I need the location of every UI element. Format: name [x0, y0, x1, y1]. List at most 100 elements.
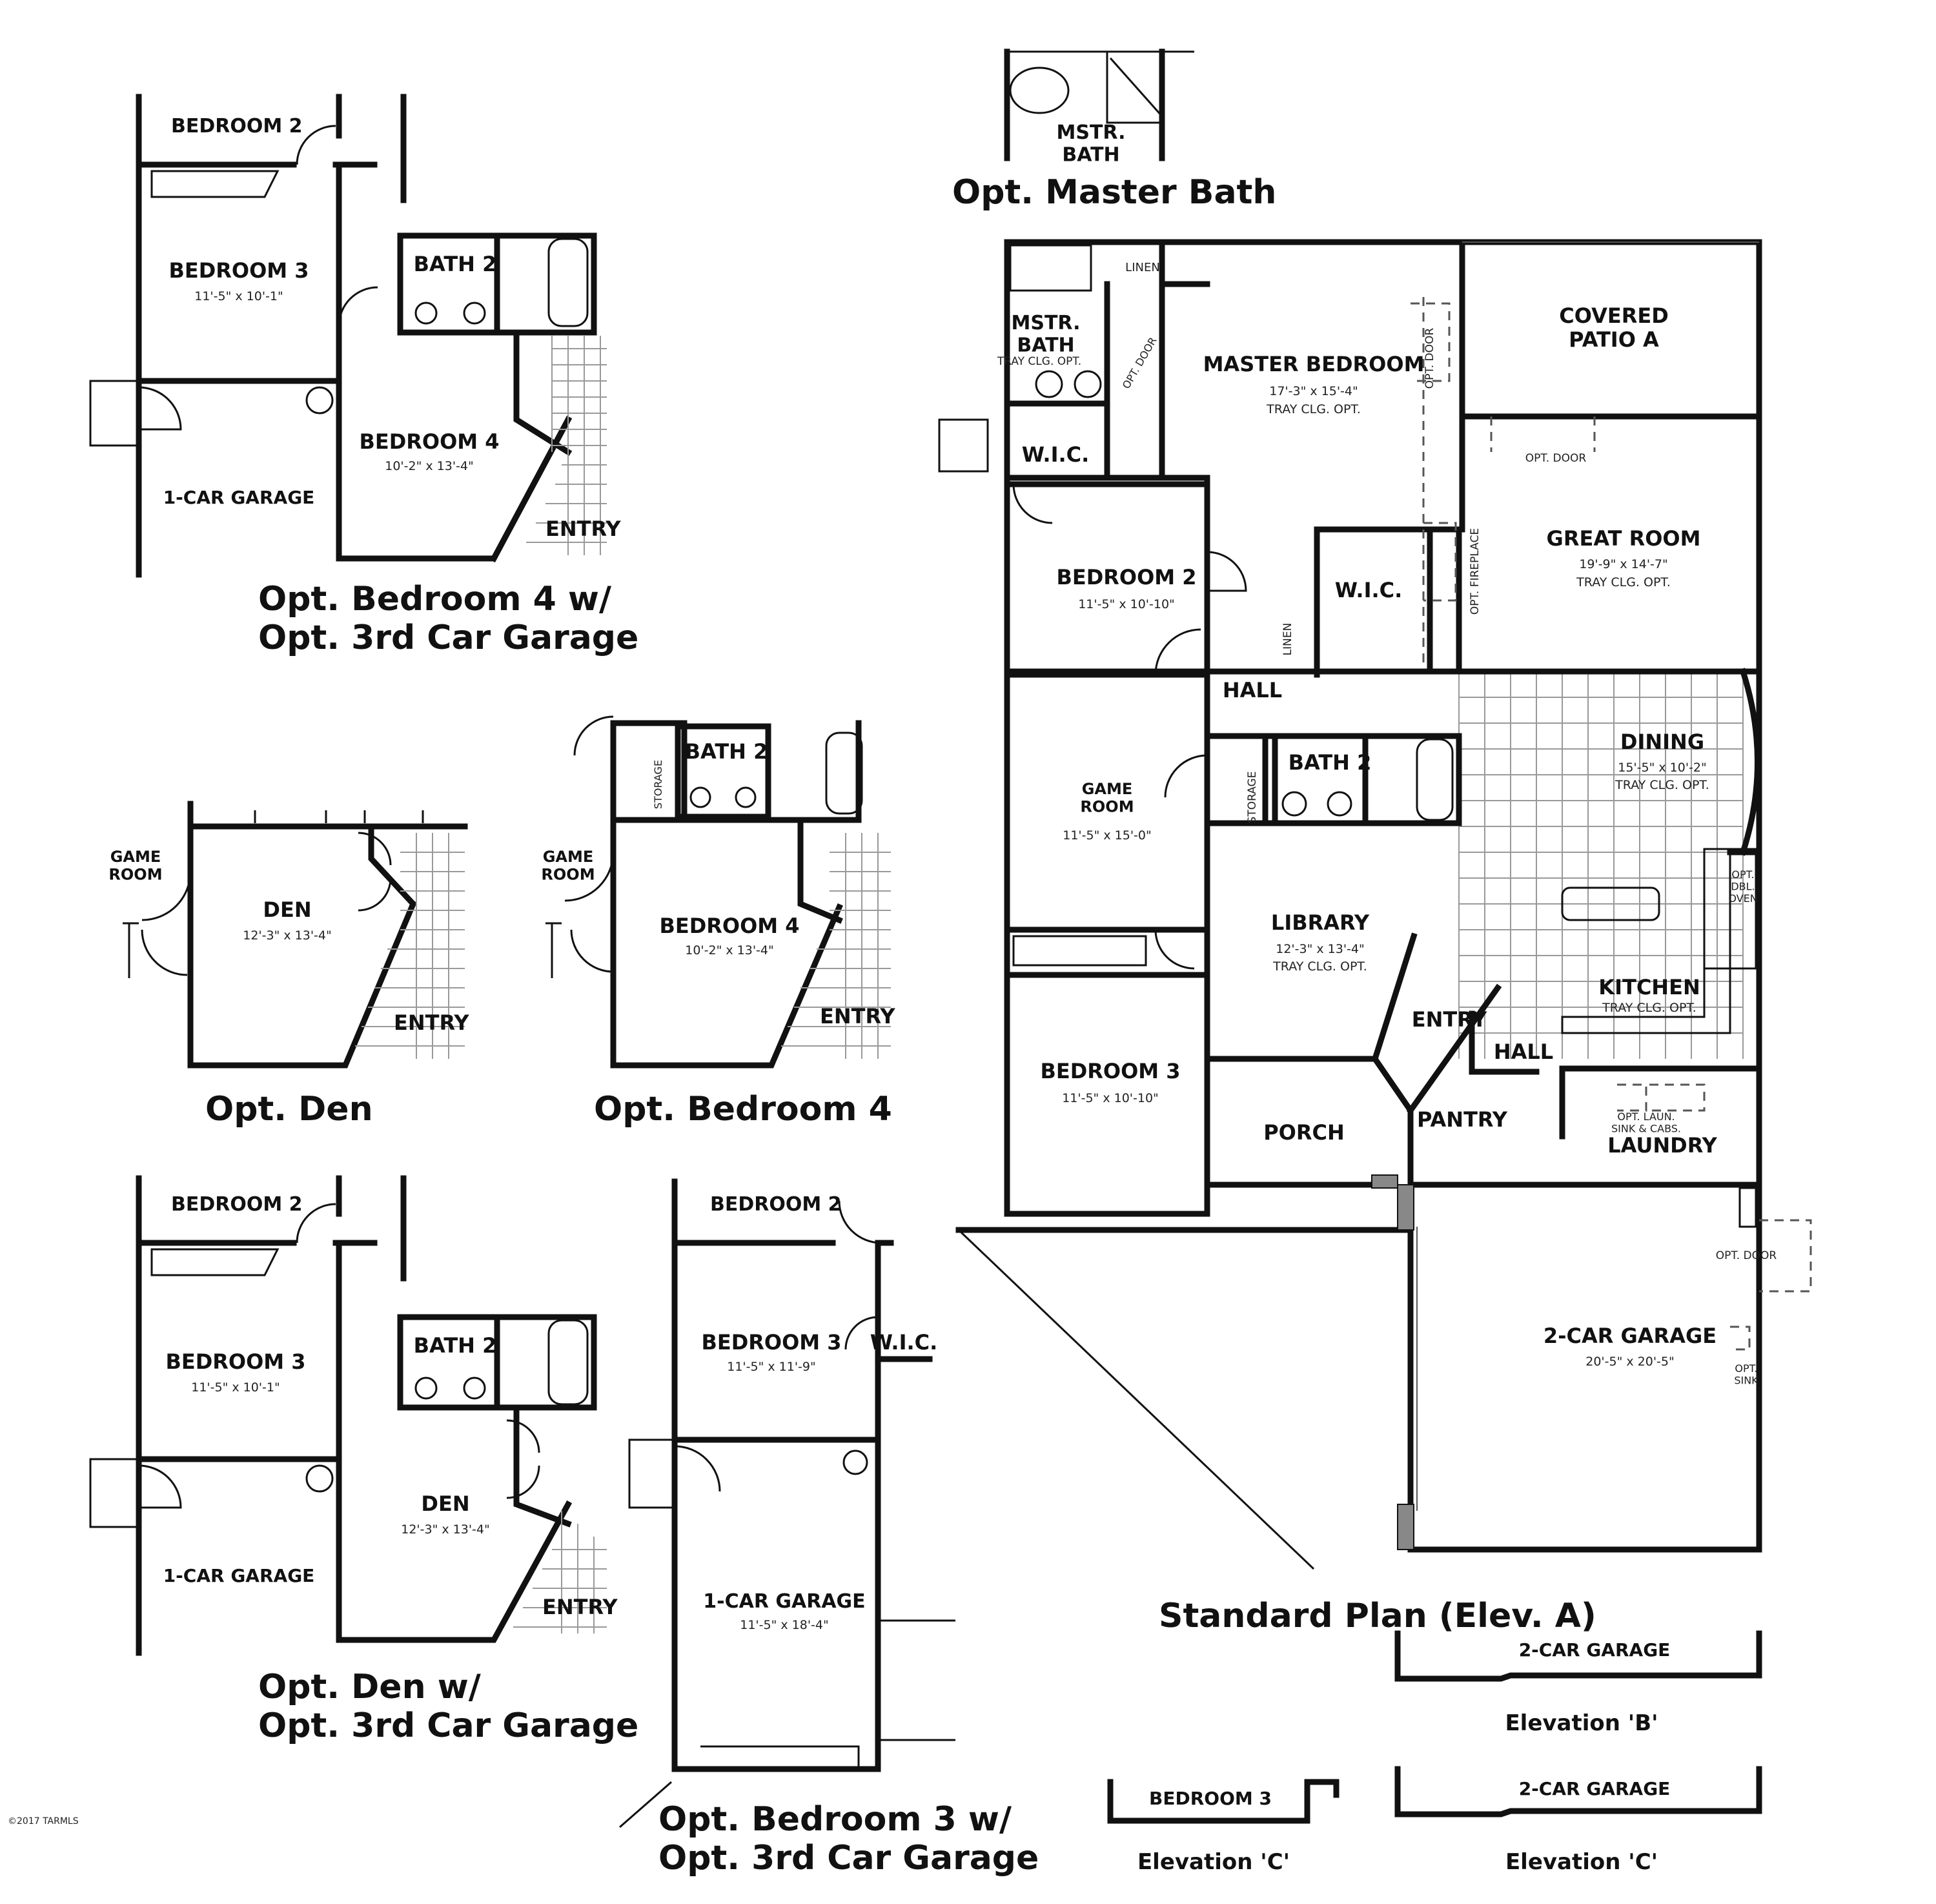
standard-bedroom-3-label: BEDROOM 3 — [1040, 1059, 1180, 1083]
standard-opt-door-3-label: OPT. DOOR — [1525, 452, 1587, 465]
opt-den-garage-den-dim-label: 12'-3" x 13'-4" — [401, 1522, 490, 1537]
standard-great-room-dim-label: 19'-9" x 14'-7" — [1579, 557, 1668, 571]
opt-bed4-entry-label: ENTRY — [820, 1004, 895, 1029]
opt-bed3-garage-bedroom-2-label: BEDROOM 2 — [710, 1193, 842, 1216]
standard-game-room-dim-label: 11'-5" x 15'-0" — [1063, 828, 1152, 843]
standard-bath-2-label: BATH 2 — [1289, 750, 1372, 775]
opt-den-den-dim-label: 12'-3" x 13'-4" — [243, 928, 332, 943]
opt-bed3-garage-garage-label: 1-CAR GARAGE — [703, 1590, 865, 1613]
opt-den-garage-caption-label: Opt. Den w/Opt. 3rd Car Garage — [258, 1668, 638, 1745]
standard-hall-label: HALL — [1223, 678, 1282, 702]
opt-bed4-garage-bedroom-3-dim-label: 11'-5" x 10'-1" — [194, 289, 283, 303]
standard-dining-label: DINING — [1620, 730, 1704, 754]
standard-dining-note-label: TRAY CLG. OPT. — [1615, 778, 1709, 792]
opt-master-bath-label-label: MSTR.BATH — [1057, 121, 1126, 167]
copyright-label: ©2017 TARMLS — [8, 1816, 79, 1827]
opt-den-garage-entry-label: ENTRY — [542, 1595, 618, 1619]
opt-bed3-garage-caption-label: Opt. Bedroom 3 w/Opt. 3rd Car Garage — [658, 1800, 1039, 1878]
standard-great-room-note-label: TRAY CLG. OPT. — [1576, 575, 1671, 589]
standard-great-room-label: GREAT ROOM — [1547, 526, 1701, 551]
standard-opt-door-2-label: OPT. DOOR — [1423, 328, 1436, 389]
standard-opt-laun-label: OPT. LAUN.SINK & CABS. — [1611, 1111, 1681, 1134]
elev-b-label-label: 2-CAR GARAGE — [1519, 1639, 1671, 1661]
standard-opt-door-label: OPT. DOOR — [1120, 335, 1159, 391]
elevation-c-garage — [1394, 1766, 1762, 1817]
opt-bed4-garage-caption-label: Opt. Bedroom 4 w/Opt. 3rd Car Garage — [258, 580, 638, 657]
standard-hall-2-label: HALL — [1494, 1039, 1553, 1064]
tile-floor — [1458, 671, 1744, 1059]
standard-laundry-label: LAUNDRY — [1607, 1133, 1717, 1158]
standard-master-bedroom-label: MASTER BEDROOM — [1203, 352, 1425, 376]
elev-c-bed-label-label: BEDROOM 3 — [1149, 1788, 1272, 1809]
opt-den-garage-plan — [89, 1175, 607, 1656]
opt-den-entry-label: ENTRY — [394, 1010, 469, 1035]
opt-den-garage-bedroom-3-dim-label: 11'-5" x 10'-1" — [191, 1380, 280, 1395]
opt-master-bath-plan — [1004, 48, 1194, 161]
standard-library-note-label: TRAY CLG. OPT. — [1272, 959, 1367, 974]
opt-bed3-garage-garage-dim-label: 11'-5" x 18'-4" — [740, 1618, 829, 1632]
opt-den-plan — [123, 801, 468, 1069]
standard-master-bedroom-note-label: TRAY CLG. OPT. — [1266, 402, 1361, 416]
standard-wic-2-label: W.I.C. — [1335, 578, 1403, 602]
standard-opt-sink-label: OPT.SINK — [1734, 1362, 1758, 1386]
standard-bedroom-2-dim-label: 11'-5" x 10'-10" — [1078, 597, 1175, 611]
standard-entry-label: ENTRY — [1412, 1007, 1487, 1032]
elev-c-bed-caption-label: Elevation 'C' — [1137, 1849, 1290, 1875]
standard-wic-1-label: W.I.C. — [1022, 442, 1090, 467]
standard-kitchen-label: KITCHEN — [1598, 975, 1700, 999]
opt-bed4-garage-bedroom-4-label: BEDROOM 4 — [359, 429, 499, 454]
opt-bed4-garage-garage-label: 1-CAR GARAGE — [163, 487, 315, 508]
standard-garage-dim-label: 20'-5" x 20'-5" — [1585, 1355, 1675, 1369]
opt-bed4-garage-bedroom-4-dim-label: 10'-2" x 13'-4" — [385, 459, 474, 473]
opt-bed4-bath-2-label: BATH 2 — [685, 739, 768, 764]
opt-bedroom-4-plan — [545, 715, 891, 1069]
standard-pantry-label: PANTRY — [1417, 1107, 1508, 1132]
standard-kitchen-note-label: TRAY CLG. OPT. — [1602, 1001, 1697, 1015]
standard-master-bath-label: MSTR.BATH — [1012, 312, 1081, 357]
opt-bed3-garage-wic-label: W.I.C. — [870, 1330, 938, 1355]
opt-bed4-bedroom-4-label: BEDROOM 4 — [659, 914, 799, 938]
standard-opt-door-4-label: OPT. DOOR — [1716, 1249, 1777, 1262]
standard-library-label: LIBRARY — [1271, 910, 1370, 935]
opt-bed4-garage-entry-label: ENTRY — [545, 517, 621, 541]
standard-library-dim-label: 12'-3" x 13'-4" — [1276, 942, 1365, 956]
opt-den-garage-bedroom-2-label: BEDROOM 2 — [171, 1193, 303, 1216]
opt-bedroom-4-garage-plan — [89, 94, 607, 578]
opt-den-caption-label: Opt. Den — [205, 1090, 373, 1129]
opt-bed4-garage-bath-2-label: BATH 2 — [414, 252, 497, 276]
standard-linen-label: LINEN — [1125, 261, 1160, 274]
opt-bed4-caption-label: Opt. Bedroom 4 — [594, 1090, 892, 1129]
standard-porch-label: PORCH — [1263, 1120, 1345, 1145]
opt-bed3-garage-bedroom-3-label: BEDROOM 3 — [701, 1330, 841, 1355]
standard-storage-label: STORAGE — [1246, 772, 1259, 824]
standard-master-bedroom-dim-label: 17'-3" x 15'-4" — [1269, 384, 1358, 398]
standard-opt-dbl-oven-label: OPT.DBL.OVEN — [1728, 868, 1757, 905]
opt-bed4-storage-label: STORAGE — [652, 760, 664, 809]
standard-caption-label: Standard Plan (Elev. A) — [1159, 1597, 1596, 1635]
opt-den-den-label: DEN — [263, 897, 311, 922]
standard-opt-fireplace-label: OPT. FIREPLACE — [1469, 528, 1482, 615]
opt-den-garage-bath-2-label: BATH 2 — [414, 1333, 497, 1358]
standard-dining-dim-label: 15'-5" x 10'-2" — [1618, 761, 1707, 775]
opt-master-bath-caption-label: Opt. Master Bath — [952, 173, 1276, 212]
elev-c-garage-label-label: 2-CAR GARAGE — [1519, 1778, 1671, 1799]
standard-linen-2-label: LINEN — [1281, 623, 1294, 656]
standard-master-bath-note-label: TRAY CLG. OPT. — [997, 355, 1081, 368]
elev-c-garage-caption-label: Elevation 'C' — [1505, 1849, 1658, 1875]
standard-bedroom-2-label: BEDROOM 2 — [1056, 565, 1196, 589]
standard-plan — [938, 239, 1812, 1570]
opt-den-garage-garage-label: 1-CAR GARAGE — [163, 1565, 315, 1586]
opt-den-garage-den-label: DEN — [421, 1491, 469, 1516]
elevation-c-bedroom — [1107, 1779, 1340, 1824]
opt-bed4-garage-bedroom-2-label: BEDROOM 2 — [171, 115, 303, 138]
elevation-b — [1394, 1630, 1762, 1682]
opt-bed3-garage-bedroom-3-dim-label: 11'-5" x 11'-9" — [727, 1360, 816, 1374]
opt-bed4-garage-bedroom-3-label: BEDROOM 3 — [168, 258, 309, 283]
standard-bedroom-3-dim-label: 11'-5" x 10'-10" — [1062, 1091, 1159, 1105]
standard-garage-label: 2-CAR GARAGE — [1544, 1324, 1717, 1348]
